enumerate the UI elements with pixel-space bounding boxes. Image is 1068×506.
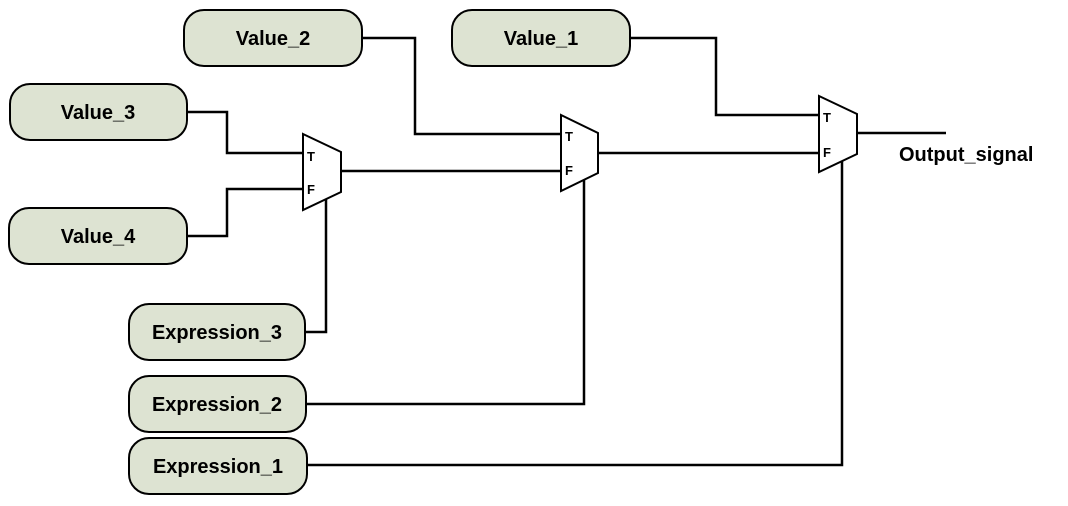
input-value-2: Value_2 [183, 9, 363, 67]
mux-2-false-label: F [565, 163, 573, 178]
mux-2-shape [560, 113, 599, 193]
mux-3-shape [818, 94, 858, 174]
mux-3: T F [818, 94, 858, 174]
expression-3-label: Expression_3 [152, 322, 282, 344]
value-2-label: Value_2 [236, 28, 311, 50]
mux-1-true-label: T [307, 149, 315, 164]
mux-2: T F [560, 113, 599, 193]
expression-2-box [128, 375, 307, 433]
wire-expression-3-to-mux-1-select [305, 198, 328, 334]
mux-3-false-label: F [823, 145, 831, 160]
mux-1-false-label: F [307, 182, 315, 197]
value-3-label: Value_3 [61, 102, 136, 124]
input-value-1: Value_1 [451, 9, 631, 67]
value-4-label: Value_4 [61, 226, 136, 248]
expression-2-label: Expression_2 [152, 394, 282, 416]
expression-1-label: Expression_1 [153, 456, 283, 478]
wire-expression-2-to-mux-2-select [306, 172, 586, 406]
value-1-label: Value_1 [504, 28, 579, 50]
mux-1-shape [302, 132, 342, 212]
mux-2-true-label: T [565, 129, 573, 144]
input-expression-2: Expression_2 [128, 375, 307, 433]
expression-3-box [128, 303, 306, 361]
value-2-box [183, 9, 363, 67]
value-4-box [8, 207, 188, 265]
wire-value-1-to-mux-3-true [630, 36, 819, 117]
wire-value-2-to-mux-2-true [362, 36, 561, 136]
mux-3-true-label: T [823, 110, 831, 125]
wire-value-4-to-mux-1-false [187, 187, 304, 238]
mux-1: T F [302, 132, 342, 212]
input-value-4: Value_4 [8, 207, 188, 265]
input-expression-1: Expression_1 [128, 437, 308, 495]
output-signal-label: Output_signal [899, 144, 1033, 166]
value-1-box [451, 9, 631, 67]
connections [187, 36, 946, 467]
wire-expression-1-to-mux-3-select [307, 160, 844, 467]
expression-1-box [128, 437, 308, 495]
wire-value-3-to-mux-1-true [187, 110, 304, 155]
input-value-3: Value_3 [9, 83, 188, 141]
value-3-box [9, 83, 188, 141]
input-expression-3: Expression_3 [128, 303, 306, 361]
